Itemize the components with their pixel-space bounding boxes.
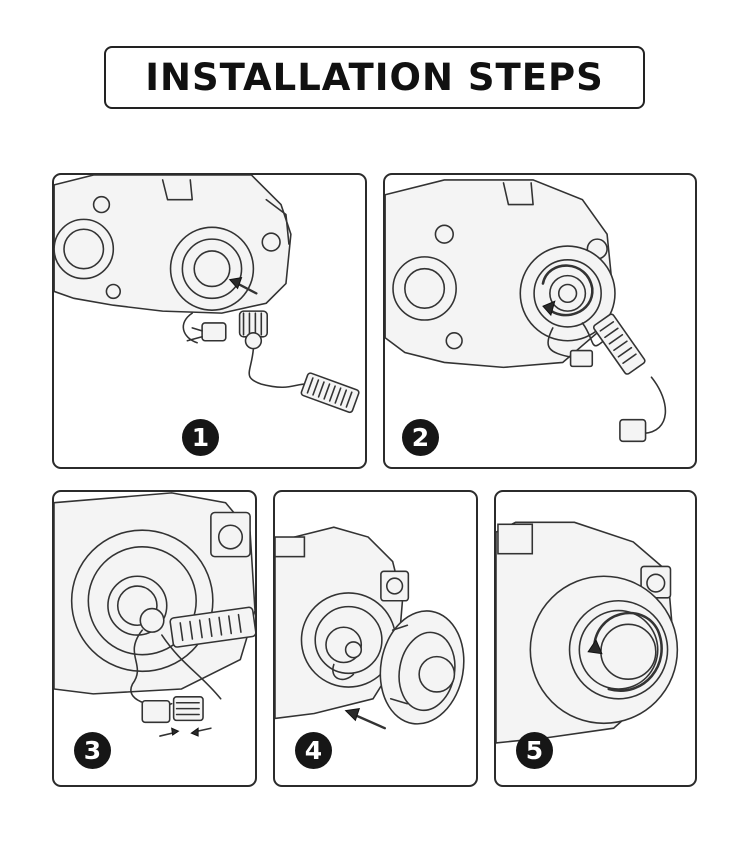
title-box: INSTALLATION STEPS (104, 46, 645, 109)
step-3-number-badge: 3 (74, 732, 111, 769)
step-5-panel: 5 (494, 490, 697, 787)
step-2-illustration (385, 179, 667, 443)
step-3-illustration (54, 492, 255, 737)
step-4-panel: 4 (273, 490, 478, 787)
step-3-panel: 3 (52, 490, 257, 787)
step-5-illustration (496, 521, 679, 744)
step-2-panel: 2 (383, 173, 697, 469)
step-2-number-badge: 2 (402, 419, 439, 456)
step-4-illustration (275, 526, 465, 730)
page-title: INSTALLATION STEPS (145, 56, 604, 99)
step-1-number-badge: 1 (182, 419, 219, 456)
step-1-panel: 1 (52, 173, 367, 469)
step-1-illustration (54, 175, 360, 414)
step-4-number-badge: 4 (295, 732, 332, 769)
step-5-number-badge: 5 (516, 732, 553, 769)
